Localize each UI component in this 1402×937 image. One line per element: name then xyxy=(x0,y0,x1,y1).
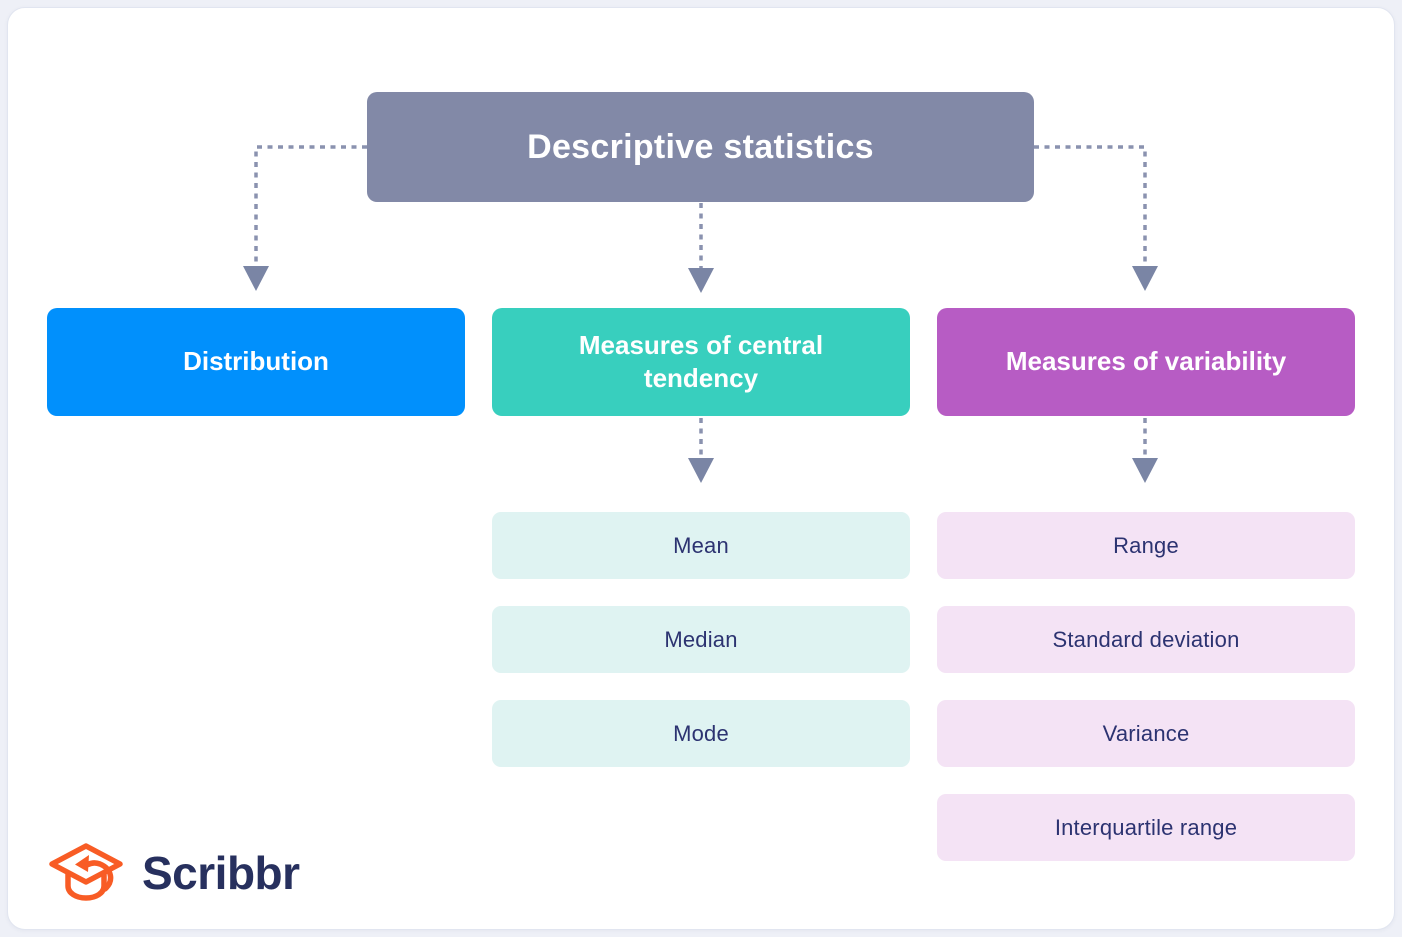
node-measures-of-variability: Measures of variability xyxy=(937,308,1355,416)
node-label: Mean xyxy=(673,532,729,558)
node-measures-of-central-tendency: Measures of central tendency xyxy=(492,308,910,416)
node-distribution: Distribution xyxy=(47,308,465,416)
node-mean: Mean xyxy=(492,512,910,579)
node-label: Variance xyxy=(1102,720,1190,746)
node-label: Interquartile range xyxy=(1054,814,1238,840)
node-median: Median xyxy=(492,606,910,673)
node-label: Standard deviation xyxy=(1052,626,1240,652)
graduation-cap-arrow-icon xyxy=(49,843,123,901)
node-label: Mode xyxy=(673,720,729,746)
node-label: Range xyxy=(1113,532,1179,558)
node-label: Distribution xyxy=(183,346,329,377)
node-interquartile-range: Interquartile range xyxy=(937,794,1355,861)
scribbr-logo: Scribbr xyxy=(46,838,300,908)
logo-wordmark: Scribbr xyxy=(142,847,300,899)
node-label: Measures of central tendency xyxy=(578,329,824,393)
node-label: Median xyxy=(664,626,738,652)
node-standard-deviation: Standard deviation xyxy=(937,606,1355,673)
node-range: Range xyxy=(937,512,1355,579)
node-mode: Mode xyxy=(492,700,910,767)
node-label: Measures of variability xyxy=(1005,346,1287,377)
node-label: Descriptive statistics xyxy=(527,127,874,166)
node-variance: Variance xyxy=(937,700,1355,767)
node-descriptive-statistics: Descriptive statistics xyxy=(367,92,1034,202)
